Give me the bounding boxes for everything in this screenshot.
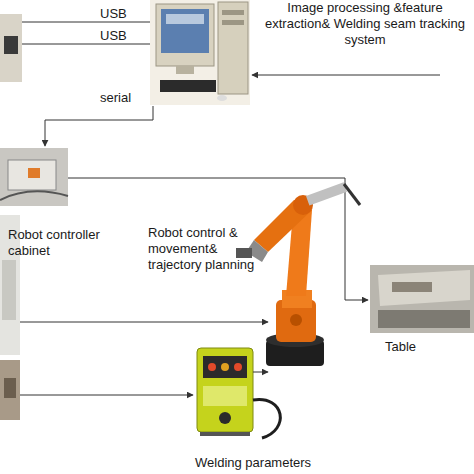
computer-photo (150, 0, 250, 105)
photo-node: Robot controller cabinet (0, 215, 20, 355)
node-label: Welding parameters (195, 455, 355, 471)
supply-arrow (20, 395, 193, 396)
photo-node: Table (370, 265, 474, 333)
serial-wire (45, 106, 153, 146)
node-label: Image processing &feature extraction& We… (258, 0, 472, 48)
connector-arrow (253, 372, 268, 373)
welding-machine (197, 348, 280, 438)
node-label: Table (385, 339, 455, 355)
wire-feeder-photo (0, 360, 20, 420)
node-label: Robot controller cabinet (8, 227, 126, 259)
robot-arm (236, 182, 360, 366)
connector-arrow (20, 322, 268, 323)
usb-wire (22, 22, 150, 23)
camera-photo (0, 14, 22, 82)
signal-label: USB (100, 6, 127, 22)
usb-wire (22, 44, 150, 45)
photo-node: Welding parameters (195, 342, 253, 437)
input-arrow (252, 75, 440, 76)
photo-node: Robot control & movement& trajectory pla… (268, 185, 373, 367)
signal-label: serial (100, 90, 131, 106)
table-photo (370, 265, 474, 333)
photo-node: Image processing &feature extraction& We… (150, 0, 250, 105)
control-wire (68, 178, 368, 300)
signal-label: USB (100, 28, 127, 44)
node-label: Robot control & movement& trajectory pla… (148, 225, 272, 273)
interface-photo (0, 148, 68, 206)
